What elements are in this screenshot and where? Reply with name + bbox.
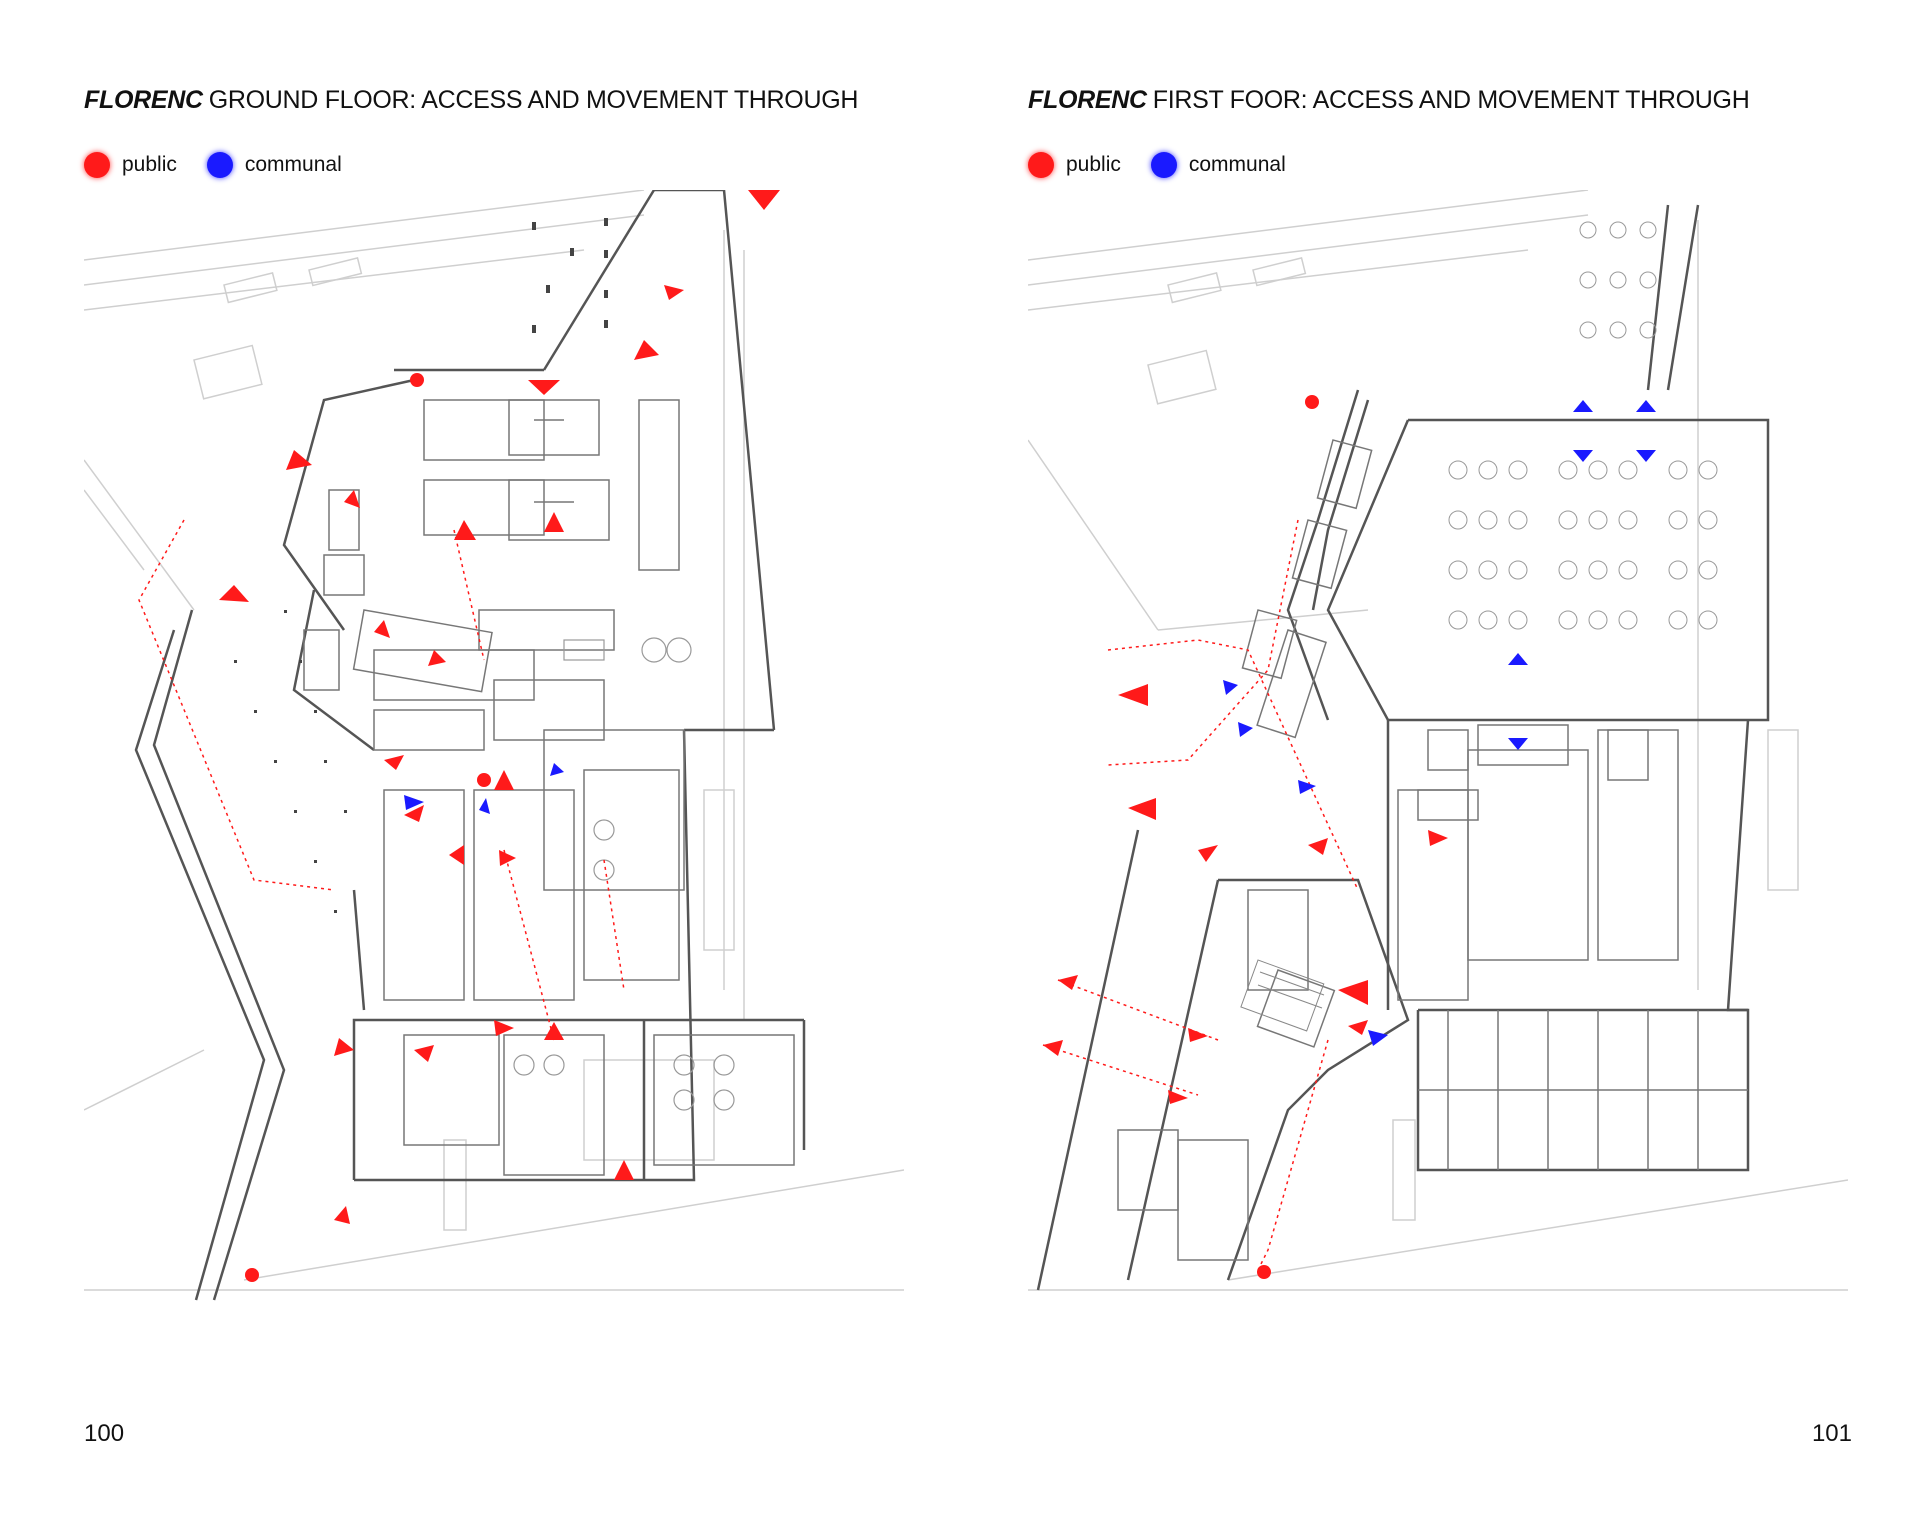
legend: public communal <box>1028 152 1316 178</box>
page-number: 101 <box>1811 1420 1852 1447</box>
legend-public-label: public <box>122 153 177 176</box>
legend-communal: communal <box>206 152 342 178</box>
title-brand: FLORENC <box>84 86 203 114</box>
communal-dot-icon <box>1150 152 1177 178</box>
title-brand: FLORENC <box>1028 86 1147 114</box>
legend-public: public <box>1028 152 1121 178</box>
ground-floor-plan <box>84 190 904 1301</box>
public-dot-icon <box>1028 152 1054 178</box>
title-text: GROUND FLOOR: ACCESS AND MOVEMENT THROUG… <box>208 86 859 114</box>
communal-dot-icon <box>206 152 233 178</box>
page-number: 100 <box>84 1420 125 1447</box>
title-text: FIRST FOOR: ACCESS AND MOVEMENT THROUGH <box>1152 86 1750 114</box>
legend-public: public <box>84 152 177 178</box>
legend-communal-label: communal <box>1188 153 1286 176</box>
first-floor-plan <box>1028 190 1848 1291</box>
public-dot-icon <box>84 152 110 178</box>
legend-communal: communal <box>1150 152 1286 178</box>
legend-communal-label: communal <box>244 153 342 176</box>
legend: public communal <box>84 152 372 178</box>
legend-public-label: public <box>1066 153 1121 176</box>
